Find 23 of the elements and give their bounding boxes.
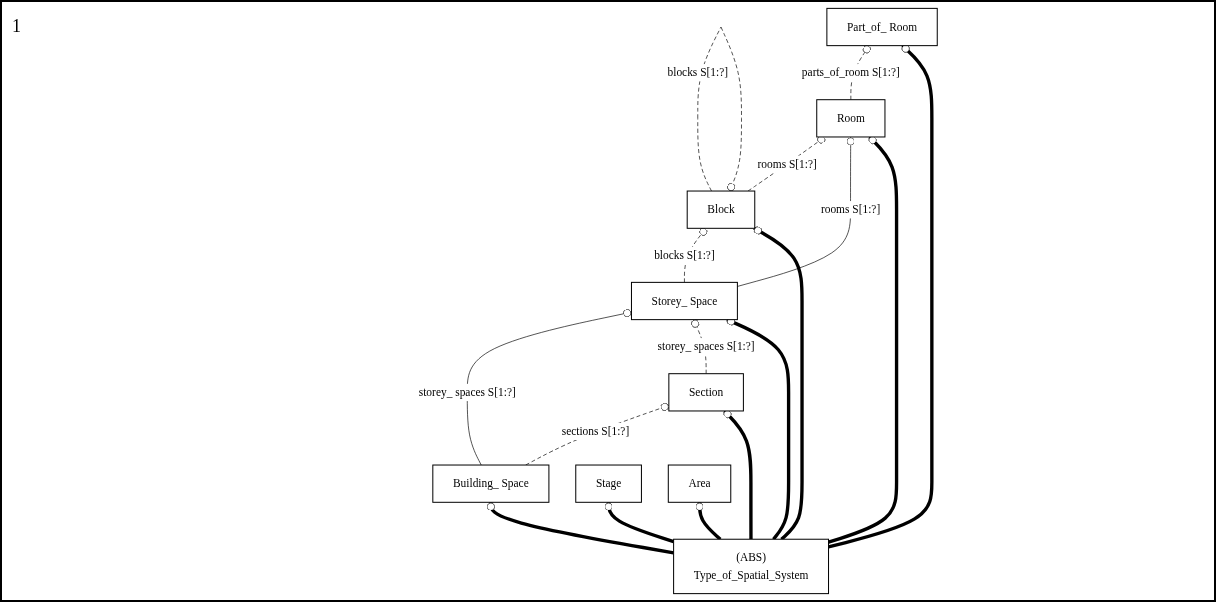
connector	[695, 502, 722, 541]
node-box: Part_of_ Room	[826, 7, 938, 47]
connector	[828, 135, 899, 544]
edge-label: parts_of_room S[1:?]	[801, 66, 900, 79]
edge-label: storey_ spaces S[1:?]	[418, 385, 516, 399]
edge-label: blocks S[1:?]	[654, 248, 715, 262]
node-box: Room	[816, 99, 886, 138]
edge-label: rooms S[1:?]	[820, 203, 881, 216]
edge-label: rooms S[1:?]	[757, 157, 817, 171]
node-box: Block	[686, 190, 756, 229]
node-box: Storey_ Space	[630, 281, 738, 321]
node-box: Stage	[575, 464, 642, 503]
connector	[486, 502, 674, 555]
edge-label: storey_ spaces S[1:?]	[657, 340, 755, 353]
cardinality-label: 1	[12, 16, 21, 37]
connector	[753, 226, 804, 541]
edge-label: sections S[1:?]	[561, 424, 630, 438]
node-box: Area	[667, 464, 732, 503]
node-box: Building_ Space	[432, 464, 550, 503]
node-box: (ABS) Type_of_Spatial_System	[673, 538, 830, 595]
edge-label: blocks S[1:?]	[667, 66, 729, 79]
node-box: Section	[668, 373, 744, 412]
connector	[723, 409, 753, 540]
